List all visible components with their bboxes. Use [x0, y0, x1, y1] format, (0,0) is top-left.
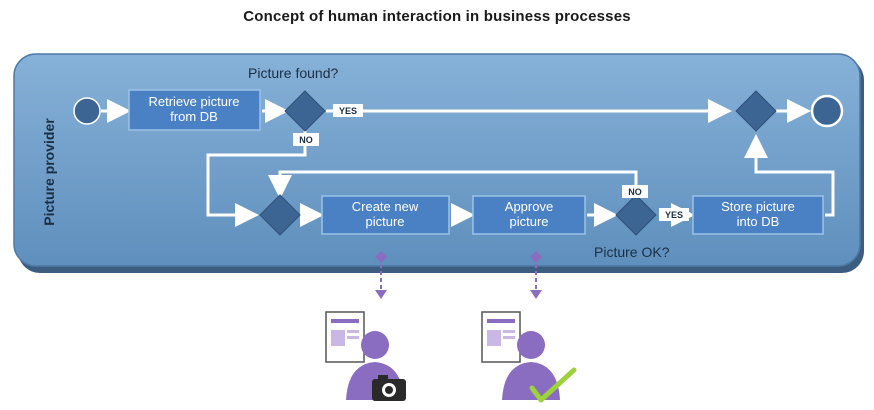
start-event: [73, 97, 101, 125]
task-retrieve-line1: Retrieve picture: [148, 94, 239, 109]
gateway-picture-found: [284, 90, 326, 132]
gateway-join: [735, 90, 777, 132]
task-approve-line1: Approve: [505, 199, 553, 214]
human-connector-approve: [530, 251, 542, 299]
task-approve-line2: picture: [509, 214, 548, 229]
task-create: [321, 195, 450, 235]
photographer-icon: [325, 311, 406, 401]
human-connector-create: [375, 251, 387, 299]
approver-icon: [481, 311, 577, 403]
no-tag-1: [293, 133, 319, 146]
task-store-line1: Store picture: [721, 199, 795, 214]
yes-tag-2: [659, 208, 689, 221]
task-create-line1: Create new: [352, 199, 419, 214]
question-picture-found: Picture found?: [248, 65, 338, 81]
gateway-picture-ok: [615, 194, 657, 236]
task-store-line2: into DB: [737, 214, 780, 229]
yes-tag-2-text: YES: [665, 210, 683, 220]
no-tag-1-text: NO: [299, 135, 313, 145]
task-create-line2: picture: [365, 214, 404, 229]
task-approve: [472, 195, 586, 235]
task-store: [692, 195, 824, 235]
gateway-merge: [259, 194, 301, 236]
yes-tag-1-text: YES: [339, 106, 357, 116]
flow-arrows: [101, 99, 835, 227]
end-event: [810, 94, 844, 128]
task-retrieve: [128, 89, 261, 131]
question-picture-ok: Picture OK?: [594, 244, 670, 260]
no-tag-2-text: NO: [628, 187, 642, 197]
diagram-title: Concept of human interaction in business…: [243, 8, 631, 25]
task-retrieve-line2: from DB: [170, 109, 218, 124]
lane-label: Picture provider: [41, 118, 57, 226]
no-tag-2: [622, 185, 648, 198]
yes-tag-1: [333, 104, 363, 117]
